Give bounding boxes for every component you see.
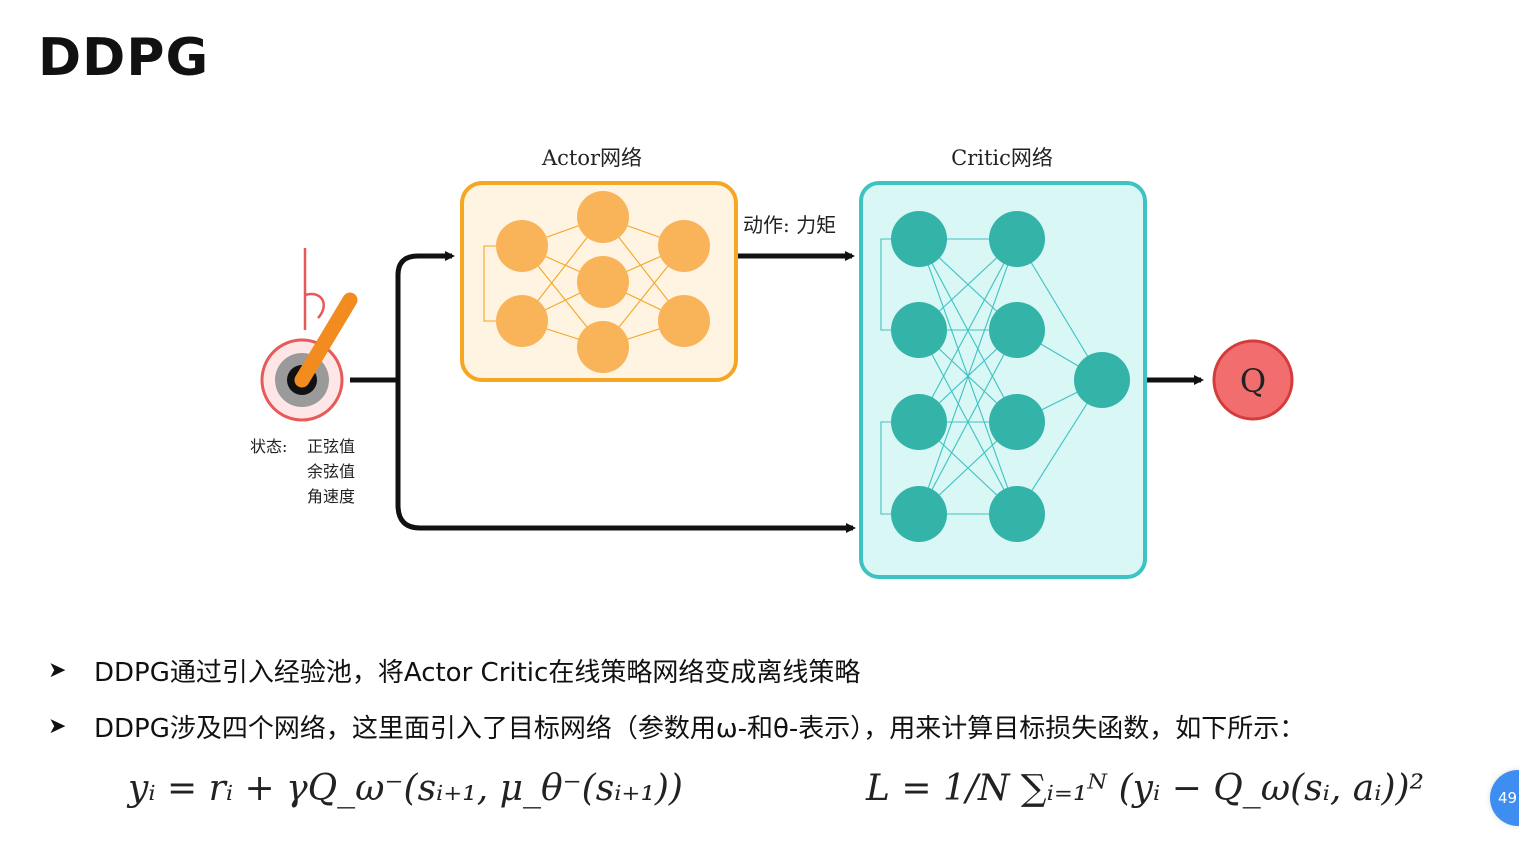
q-output-node [1212, 339, 1294, 421]
critic-title: Critic网络 [951, 146, 1053, 170]
q-label: Q [1240, 362, 1266, 400]
actor-title: Actor网络 [541, 146, 642, 170]
state-label: 状态: [250, 437, 287, 456]
state-item: 正弦值 [307, 437, 355, 456]
state-item: 余弦值 [307, 462, 355, 481]
network-edge [918, 238, 1018, 423]
state-to-critic-arrow [395, 380, 856, 533]
network-node [989, 211, 1045, 267]
action-label: 动作: 力矩 [743, 213, 836, 237]
connectors [350, 251, 1204, 533]
arrow-bullet-icon: ➤ [48, 713, 67, 739]
slide-title: DDPG [38, 28, 210, 88]
network-node [1074, 352, 1130, 408]
network-node [989, 302, 1045, 358]
network-edge [918, 329, 1018, 515]
network-node [891, 394, 947, 450]
network-node [496, 295, 548, 347]
bullet-text: DDPG通过引入经验池，将Actor Critic在线策略网络变成离线策略 [94, 657, 861, 688]
network-node [577, 321, 629, 373]
network-node [496, 220, 548, 272]
target-formula: yᵢ = rᵢ + γQ_ω⁻(sᵢ₊₁, μ_θ⁻(sᵢ₊₁)) [128, 768, 683, 809]
bullet-item: ➤ DDPG通过引入经验池，将Actor Critic在线策略网络变成离线策略 [48, 650, 1518, 690]
state-to-actor-arrow [395, 251, 455, 380]
network-node [658, 295, 710, 347]
bullet-text: DDPG涉及四个网络，这里面引入了目标网络（参数用ω-和θ-表示），用来计算目标… [94, 713, 1306, 744]
network-node [891, 302, 947, 358]
network-node [891, 211, 947, 267]
network-edge [918, 238, 1018, 515]
network-node [658, 220, 710, 272]
network-node [577, 256, 629, 308]
network-node [989, 486, 1045, 542]
network-node [577, 191, 629, 243]
bullet-item: ➤ DDPG涉及四个网络，这里面引入了目标网络（参数用ω-和θ-表示），用来计算… [48, 706, 1518, 746]
state-item: 角速度 [307, 487, 355, 506]
actor-nodes [496, 191, 710, 373]
bullet-list: ➤ DDPG通过引入经验池，将Actor Critic在线策略网络变成离线策略 … [48, 650, 1518, 762]
loss-formula: L = 1/N ∑ᵢ₌₁ᴺ (yᵢ − Q_ω(sᵢ, aᵢ))² [866, 768, 1424, 809]
network-node [989, 394, 1045, 450]
critic-nodes [891, 211, 1130, 542]
pendulum-icon [260, 248, 358, 422]
arrow-bullet-icon: ➤ [48, 657, 67, 683]
network-node [891, 486, 947, 542]
pendulum-rod [294, 292, 358, 388]
